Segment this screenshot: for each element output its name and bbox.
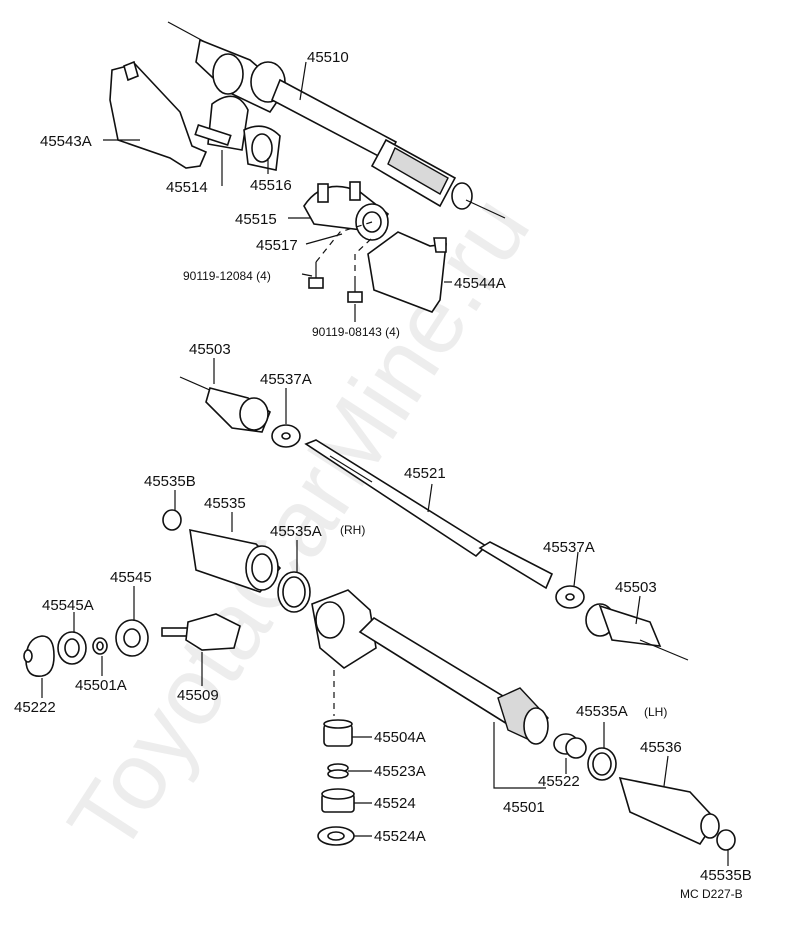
label-45515: 45515: [235, 211, 277, 228]
label-45523a: 45523A: [374, 763, 426, 780]
tie-rod-end-45503-right: [585, 603, 689, 661]
label-rh-tag: (RH): [340, 523, 365, 537]
label-45501: 45501: [503, 799, 545, 816]
label-45524a: 45524A: [374, 828, 426, 845]
label-45516: 45516: [250, 177, 292, 194]
label-90119-12084: 90119-12084 (4): [183, 269, 271, 283]
label-45524: 45524: [374, 795, 416, 812]
rack-bar-45521: [304, 439, 554, 590]
label-90119-08143: 90119-08143 (4): [312, 325, 400, 339]
label-45509: 45509: [177, 687, 219, 704]
label-45537a-right: 45537A: [543, 539, 595, 556]
rack-guide-45504a: [323, 719, 353, 747]
rack-housing-assembly: [167, 21, 506, 219]
label-45543a: 45543A: [40, 133, 92, 150]
spring-45523a: [327, 763, 349, 779]
label-45535a-lh: 45535A: [576, 703, 628, 720]
boot-45535: [189, 528, 282, 593]
label-45536: 45536: [640, 739, 682, 756]
clamp-45535a-lh: [587, 747, 617, 781]
plug-45545: [115, 619, 149, 657]
grommet-45516: [243, 125, 281, 171]
tie-rod-end-45503-top: [179, 376, 271, 433]
label-45517: 45517: [256, 237, 298, 254]
label-45503-top: 45503: [189, 341, 231, 358]
label-45537a-top: 45537A: [260, 371, 312, 388]
label-45222: 45222: [14, 699, 56, 716]
bolt-90119-08143: [347, 282, 363, 303]
label-45503-right: 45503: [615, 579, 657, 596]
bushing-45522: [553, 733, 587, 759]
label-45535: 45535: [204, 495, 246, 512]
label-45535b-bottom: 45535B: [700, 867, 752, 884]
label-45535b-top: 45535B: [144, 473, 196, 490]
bracket-plate-45544a: [367, 231, 447, 313]
ring-45501a: [92, 637, 108, 655]
label-45514: 45514: [166, 179, 208, 196]
pinion-gear-45509: [161, 613, 241, 651]
ring-45545a: [57, 631, 87, 665]
label-45504a: 45504A: [374, 729, 426, 746]
rack-housing-45501: [311, 589, 549, 745]
lock-nut-45524a: [317, 826, 355, 846]
leader-lines: [41, 61, 729, 866]
label-45501a: 45501A: [75, 677, 127, 694]
label-lh-tag: (LH): [644, 705, 667, 719]
label-45510: 45510: [307, 49, 349, 66]
boot-45536: [618, 776, 720, 846]
clamp-45535a-rh: [277, 571, 311, 613]
cap-45222: [23, 635, 55, 677]
label-45522: 45522: [538, 773, 580, 790]
bracket-45514: [194, 95, 249, 151]
diagram-code: MC D227-B: [680, 887, 743, 901]
clip-45535b-bottom: [716, 829, 736, 851]
bolt-90119-12084: [308, 262, 324, 289]
label-45544a: 45544A: [454, 275, 506, 292]
label-45535a-rh: 45535A: [270, 523, 322, 540]
label-45545a: 45545A: [42, 597, 94, 614]
label-45521: 45521: [404, 465, 446, 482]
label-45545: 45545: [110, 569, 152, 586]
adjusting-screw-45524: [321, 788, 355, 813]
bracket-plate-45543a: [109, 63, 208, 169]
clip-45535b-top: [162, 509, 182, 531]
